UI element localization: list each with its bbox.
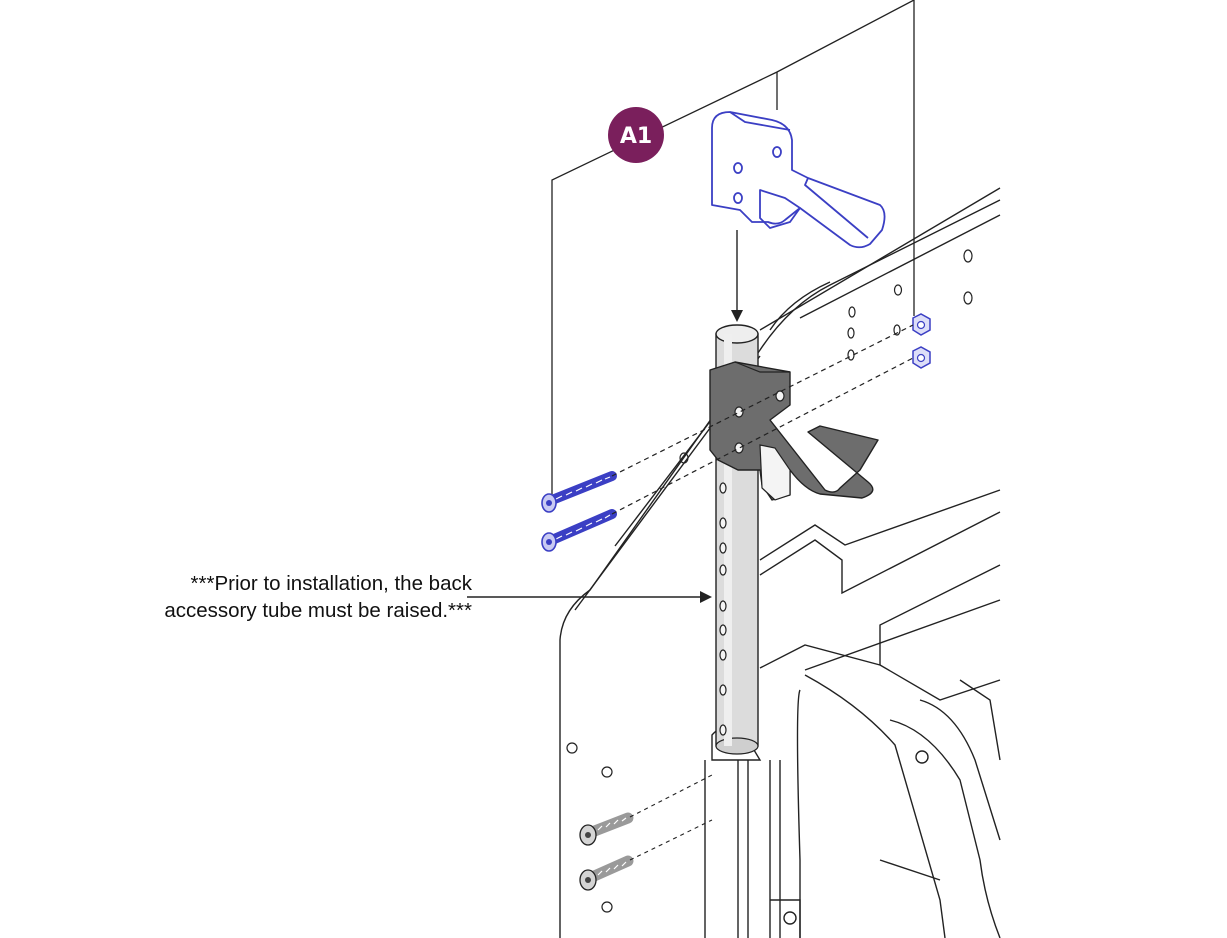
screw-axes <box>629 774 713 861</box>
callout-badge-a1: A1 <box>608 107 664 163</box>
bolt-upper <box>541 471 617 513</box>
installed-bracket <box>709 361 879 501</box>
frame-holes <box>566 249 973 913</box>
callout-badge-label: A1 <box>620 124 652 149</box>
existing-screw-upper <box>579 812 634 846</box>
callout-leaders <box>551 0 915 508</box>
back-frame <box>559 187 1001 938</box>
installation-note-line-2: accessory tube must be raised.*** <box>164 599 472 622</box>
insert-arrow <box>731 230 743 322</box>
nut-lower <box>912 346 931 369</box>
new-hook-part <box>711 111 886 249</box>
installation-note-line-1: ***Prior to installation, the back <box>190 572 472 595</box>
existing-screw-lower <box>579 855 634 891</box>
bolt-lower <box>541 509 617 552</box>
nut-upper <box>912 313 931 336</box>
bolt-axes <box>611 324 914 515</box>
installation-note: ***Prior to installation, the back acces… <box>60 570 472 624</box>
note-leader-arrow <box>467 591 712 603</box>
tube-holes <box>719 482 727 736</box>
callout-badge-circle <box>608 107 664 163</box>
